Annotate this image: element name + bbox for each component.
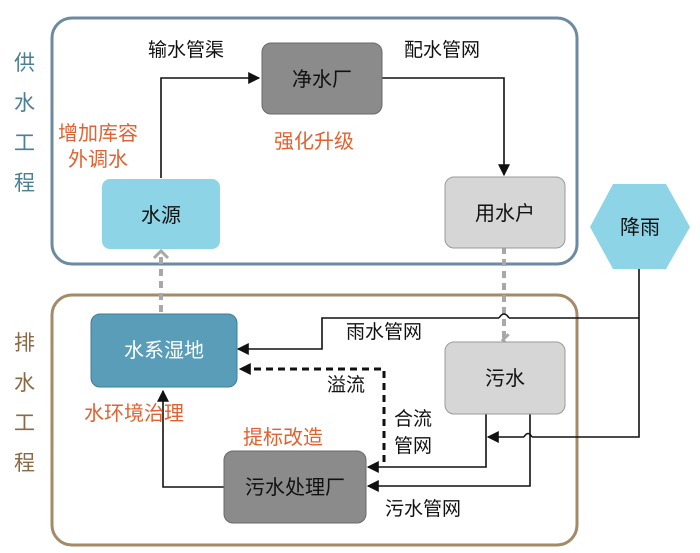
water-users-label: 用水户 [475, 201, 535, 225]
supply-label-char: 水 [14, 91, 35, 115]
sewage-node[interactable]: 污水 [444, 341, 566, 415]
drainage-label-char: 水 [14, 371, 35, 395]
water-source-label: 水源 [141, 203, 181, 227]
sewage-label: 污水 [485, 366, 525, 390]
wetland-to-source-arrowhead [152, 248, 170, 260]
water-users-node[interactable]: 用水户 [444, 176, 566, 249]
combined-sewer-edge [366, 414, 487, 473]
drainage-label-char: 工 [14, 411, 35, 435]
supply-group-frame [50, 16, 579, 266]
purification-plant-label: 净水厂 [292, 67, 352, 91]
transmission-edge [160, 72, 261, 178]
storm-sewer-bridge [498, 313, 510, 319]
combined-sewer-label-2: 管网 [394, 435, 432, 457]
supply-label-char: 供 [14, 51, 35, 75]
water-source-node[interactable]: 水源 [102, 179, 220, 249]
drainage-group-frame [50, 293, 579, 547]
wetland-node[interactable]: 水系湿地 [90, 313, 238, 388]
treatment-plant-node[interactable]: 污水处理厂 [223, 450, 367, 524]
storm-sewer-label: 雨水管网 [346, 321, 422, 343]
upgrade-annotation: 强化升级 [274, 129, 354, 153]
overflow-label: 溢流 [327, 374, 365, 396]
supply-label-char: 工 [14, 131, 35, 155]
distribution-edge [382, 77, 510, 177]
storm-sewer-edge-2 [236, 317, 499, 355]
drainage-side-label: 排 水 工 程 [14, 331, 35, 475]
sanitary-sewer-label: 污水管网 [385, 498, 461, 520]
rainfall-trunk-edge [532, 268, 640, 438]
sanitary-sewer-edge [366, 414, 531, 492]
supply-side-label: 供 水 工 程 [14, 51, 35, 195]
standard-upgrade-annotation: 提标改造 [243, 425, 323, 449]
wetland-label: 水系湿地 [124, 338, 204, 362]
treatment-plant-label: 污水处理厂 [245, 475, 345, 499]
supply-label-char: 程 [14, 171, 35, 195]
rainfall-node[interactable]: 降雨 [590, 184, 690, 269]
overflow-edge [238, 363, 386, 462]
distribution-label: 配水管网 [404, 39, 480, 61]
transmission-label: 输水管渠 [148, 39, 224, 61]
rain-to-sewage-bridge [523, 432, 533, 438]
increase-storage-annotation-2: 外调水 [68, 147, 128, 171]
treatment-to-wetland-edge [157, 389, 224, 488]
purification-plant-node[interactable]: 净水厂 [261, 42, 383, 115]
rainfall-label: 降雨 [620, 215, 660, 239]
water-env-annotation: 水环境治理 [84, 401, 184, 425]
combined-sewer-label-1: 合流 [394, 408, 432, 430]
drainage-label-char: 程 [14, 451, 35, 475]
increase-storage-annotation-1: 增加库容 [58, 121, 138, 145]
drainage-label-char: 排 [14, 331, 35, 355]
